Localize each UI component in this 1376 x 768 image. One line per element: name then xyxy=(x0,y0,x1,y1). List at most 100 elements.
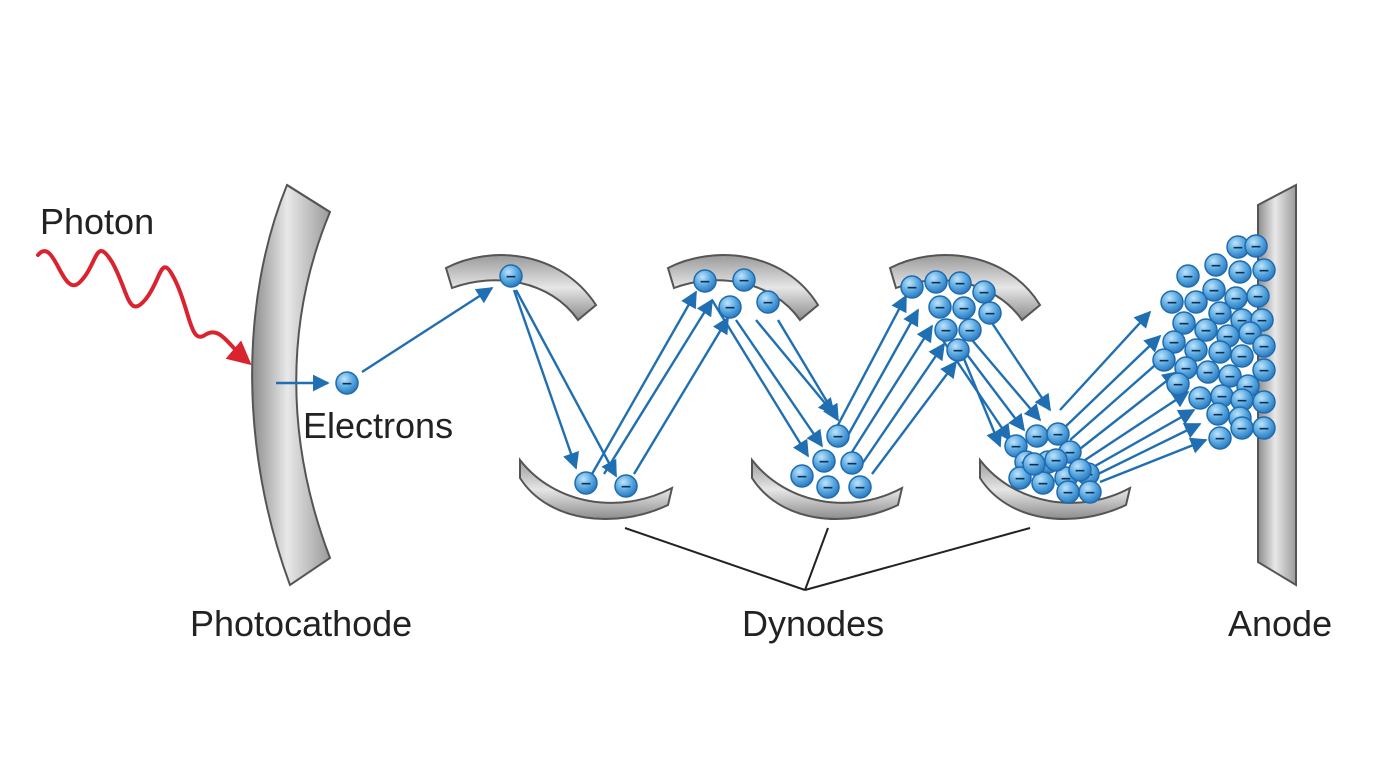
svg-text:−: − xyxy=(1208,283,1220,299)
electron: − xyxy=(1252,334,1276,358)
electron-path-arrow xyxy=(1087,408,1196,472)
electron: − xyxy=(1194,318,1218,342)
svg-text:−: − xyxy=(846,456,858,472)
svg-text:−: − xyxy=(1236,421,1248,437)
svg-text:−: − xyxy=(1258,339,1270,355)
electron: − xyxy=(958,318,982,342)
svg-text:−: − xyxy=(1258,363,1270,379)
electron: − xyxy=(1246,284,1270,308)
electron: − xyxy=(1196,360,1220,384)
electron-path-arrow xyxy=(861,342,945,465)
svg-text:−: − xyxy=(1210,258,1222,274)
electron-cloud: −−−−−−−−−−−−−−−−−−−−−−−−−−−−−−−−−−−−−−−−… xyxy=(335,234,1276,504)
svg-text:−: − xyxy=(1222,329,1234,345)
svg-text:−: − xyxy=(1258,421,1270,437)
electron: − xyxy=(1228,260,1252,284)
svg-text:−: − xyxy=(822,480,834,496)
svg-text:−: − xyxy=(1178,316,1190,332)
photocathode-plate xyxy=(251,183,332,587)
dynode-top-1 xyxy=(444,254,598,322)
electron-path-arrow xyxy=(632,316,730,475)
svg-text:−: − xyxy=(1214,345,1226,361)
electron-path-arrow xyxy=(1093,422,1202,478)
electron: − xyxy=(1230,344,1254,368)
electron-path-arrow xyxy=(1099,437,1208,484)
electron-path-arrow xyxy=(1069,350,1172,441)
electron: − xyxy=(574,471,598,495)
svg-text:−: − xyxy=(940,323,952,339)
electron-path-arrow xyxy=(776,319,840,422)
electron: − xyxy=(1152,348,1176,372)
svg-text:−: − xyxy=(1166,295,1178,311)
electron-path-arrow xyxy=(971,339,1042,422)
svg-text:−: − xyxy=(1084,485,1096,501)
electron: − xyxy=(1068,458,1092,482)
svg-text:−: − xyxy=(1158,353,1170,369)
electron: − xyxy=(1025,424,1049,448)
svg-text:−: − xyxy=(1242,379,1254,395)
electron-path-arrow xyxy=(514,289,618,478)
electron-path-arrow xyxy=(1059,310,1152,411)
svg-text:−: − xyxy=(952,343,964,359)
electron: − xyxy=(928,295,952,319)
electron-path-arrow xyxy=(840,308,920,447)
electron: − xyxy=(1162,330,1186,354)
electron: − xyxy=(1184,338,1208,362)
svg-text:−: − xyxy=(1236,393,1248,409)
svg-text:−: − xyxy=(984,306,996,322)
electron: − xyxy=(499,264,523,288)
svg-text:−: − xyxy=(1236,313,1248,329)
electron-path-arrow xyxy=(735,319,823,448)
electron: − xyxy=(1056,480,1080,504)
electron: − xyxy=(1244,234,1268,258)
dynodes-label: Dynodes xyxy=(742,603,884,644)
svg-text:−: − xyxy=(699,274,711,290)
svg-text:−: − xyxy=(1014,471,1026,487)
electron: − xyxy=(1022,452,1046,476)
electron: − xyxy=(816,475,840,499)
electron: − xyxy=(1252,390,1276,414)
svg-text:−: − xyxy=(1236,349,1248,365)
svg-text:−: − xyxy=(1200,323,1212,339)
photon-label: Photon xyxy=(40,201,154,242)
svg-text:−: − xyxy=(1224,369,1236,385)
electron: − xyxy=(978,301,1002,325)
svg-text:−: − xyxy=(1064,445,1076,461)
electron: − xyxy=(1172,311,1196,335)
electron-path-arrow xyxy=(1081,390,1190,464)
svg-text:−: − xyxy=(1202,365,1214,381)
electron: − xyxy=(1008,466,1032,490)
svg-text:−: − xyxy=(1037,476,1049,492)
electron: − xyxy=(1230,416,1254,440)
electrons-label: Electrons xyxy=(303,405,453,446)
electron: − xyxy=(1046,422,1070,446)
dynode-bottom-2 xyxy=(751,457,904,521)
electron: − xyxy=(335,371,359,395)
svg-text:−: − xyxy=(1060,471,1072,487)
electron: − xyxy=(1252,358,1276,382)
electron: − xyxy=(1218,364,1242,388)
svg-text:−: − xyxy=(1190,295,1202,311)
electron: − xyxy=(1176,264,1200,288)
svg-text:−: − xyxy=(934,300,946,316)
electron-path-arrow xyxy=(850,324,934,453)
dynodes-pointer-lines xyxy=(624,527,1031,591)
svg-text:−: − xyxy=(930,275,942,291)
electron-path-arrow xyxy=(1063,334,1162,429)
svg-text:−: − xyxy=(1234,265,1246,281)
electron: − xyxy=(1031,471,1055,495)
svg-text:−: − xyxy=(1258,395,1270,411)
electron: − xyxy=(946,338,970,362)
electron: − xyxy=(1252,416,1276,440)
svg-text:−: − xyxy=(854,480,866,496)
electron-path-arrow xyxy=(590,290,698,475)
svg-text:−: − xyxy=(978,285,990,301)
electron: − xyxy=(972,280,996,304)
svg-text:−: − xyxy=(724,300,736,316)
svg-text:−: − xyxy=(1252,289,1264,305)
anode-plate xyxy=(1257,183,1297,587)
electron-path-arrow xyxy=(755,319,836,416)
svg-text:−: − xyxy=(1074,463,1086,479)
svg-text:−: − xyxy=(1230,291,1242,307)
